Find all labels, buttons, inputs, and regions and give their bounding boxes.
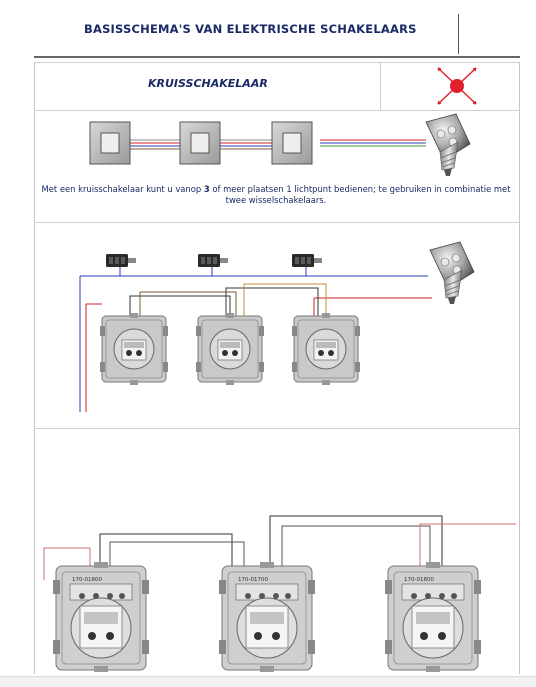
mechanism-label: 170-01700 — [238, 577, 268, 583]
wire-bundle — [120, 139, 426, 150]
page-title: BASISSCHEMA'S VAN ELEKTRISCHE SCHAKELAAR… — [84, 22, 417, 36]
header-divider — [458, 14, 459, 54]
switch-mechanism-detail-right: 170-01800 — [384, 561, 482, 673]
content-frame — [34, 62, 520, 674]
row-divider — [34, 62, 520, 63]
cross-switch-symbol-icon — [437, 67, 477, 105]
caption-bold: 3 — [203, 184, 210, 194]
switch-mechanism-middle — [195, 312, 265, 386]
header: BASISSCHEMA'S VAN ELEKTRISCHE SCHAKELAAR… — [34, 0, 520, 58]
caption-text-1: Met een kruisschakelaar kunt u vanop — [41, 184, 204, 194]
description-caption: Met een kruisschakelaar kunt u vanop 3 o… — [40, 184, 512, 206]
wiring-schema — [79, 241, 475, 412]
switch-mechanism-right — [291, 312, 361, 386]
section-subtitle: KRUISSCHAKELAAR — [148, 77, 268, 90]
switch-mechanism-detail-left: 170-01800 — [52, 561, 150, 673]
subtitle-divider — [380, 62, 381, 110]
row-divider — [34, 110, 520, 111]
connector-block-3 — [292, 254, 322, 267]
switch-mechanism-detail-middle: 170-01700 — [218, 561, 316, 673]
light-bulb-icon — [429, 241, 475, 305]
mechanism-label: 170-01800 — [404, 577, 434, 583]
row-divider — [34, 222, 520, 223]
connector-block-1 — [106, 254, 136, 267]
caption-text-2: of meer plaatsen 1 lichtpunt bedienen; t… — [209, 184, 511, 205]
header-underline — [34, 56, 520, 58]
bottom-bar — [0, 676, 536, 687]
mechanism-label: 170-01800 — [72, 577, 102, 583]
connector-block-2 — [198, 254, 228, 267]
detail-schema: 170-01800 170-01700 170-01800 — [43, 515, 516, 673]
light-bulb-icon — [425, 113, 471, 177]
simple-schema — [89, 113, 471, 177]
switch-plate-middle — [179, 121, 221, 165]
row-divider — [34, 428, 520, 429]
switch-plate-right — [271, 121, 313, 165]
switch-plate-left — [89, 121, 131, 165]
switch-mechanism-left — [99, 312, 169, 386]
